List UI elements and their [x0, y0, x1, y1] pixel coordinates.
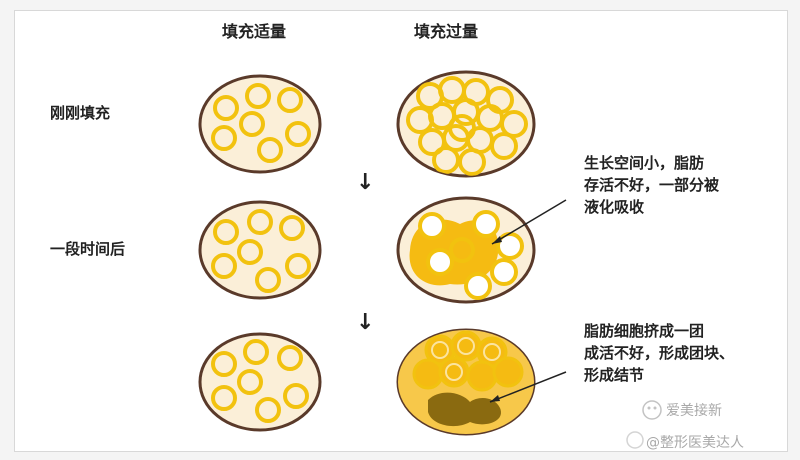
fat-cell [490, 258, 518, 286]
fat-cell [257, 137, 283, 163]
fat-cell [237, 369, 263, 395]
capsule-over-final [396, 328, 536, 436]
fat-cell [283, 383, 309, 409]
capsule-proper-final [198, 332, 322, 432]
note-line: 脂肪细胞挤成一团 [584, 322, 705, 340]
fat-cell [277, 345, 303, 371]
fat-cell [448, 114, 476, 142]
note-liquefied: 生长空间小，脂肪 存活不好，一部分被 液化吸收 [584, 152, 719, 218]
fat-cell [449, 237, 475, 263]
note-nodule: 脂肪细胞挤成一团 成活不好，形成团块、 形成结节 [584, 320, 734, 386]
fat-cell [243, 339, 269, 365]
capsule-over-later [396, 196, 536, 304]
watermark-brand: 爱美接新 [666, 403, 722, 419]
watermark-account: @整形医美达人 [646, 435, 744, 451]
note-line: 形成结节 [584, 366, 645, 384]
capsule-proper-later [198, 200, 322, 300]
fat-cell [450, 330, 482, 362]
fat-cell [211, 385, 237, 411]
fat-cell [412, 358, 444, 390]
fat-cell [432, 146, 460, 174]
fat-cell [492, 356, 524, 388]
fat-cell [255, 397, 281, 423]
down-arrow-2: ↓ [356, 310, 375, 335]
fat-cell [237, 239, 263, 265]
fat-cell [418, 212, 446, 240]
header-proper-fill: 填充适量 [222, 22, 287, 41]
note-line: 液化吸收 [584, 198, 645, 216]
fat-cell [211, 253, 237, 279]
capsule-proper-initial [198, 74, 322, 174]
fat-cell [245, 83, 271, 109]
nodule [428, 392, 502, 427]
note-line: 生长空间小，脂肪 [584, 154, 705, 172]
fat-cell [472, 210, 500, 238]
down-arrow-1: ↓ [356, 170, 375, 195]
fat-cell [426, 248, 454, 276]
watermark-logo-icon [626, 400, 662, 449]
note-line: 成活不好，形成团块、 [584, 344, 735, 362]
pointer-arrowhead-1 [492, 236, 502, 244]
fat-cell [277, 87, 303, 113]
label-after-time: 一段时间后 [50, 240, 126, 258]
fat-cell [490, 132, 518, 160]
fat-cell [247, 209, 273, 235]
fat-cell [211, 125, 237, 151]
pointer-arrowhead-2 [490, 395, 500, 402]
fat-cell [458, 148, 486, 176]
fat-cell [279, 215, 305, 241]
fat-cell [466, 360, 498, 392]
fat-cell [213, 219, 239, 245]
capsule-over-initial [396, 70, 536, 178]
fat-cell [213, 95, 239, 121]
label-just-filled: 刚刚填充 [50, 104, 111, 122]
fat-cell [285, 121, 311, 147]
fat-cell [211, 351, 237, 377]
fat-cell [500, 110, 528, 138]
header-over-fill: 填充过量 [414, 22, 479, 41]
fat-cell [255, 267, 281, 293]
fat-cell [464, 272, 492, 300]
fat-cell [438, 356, 470, 388]
fat-cell [239, 111, 265, 137]
pointer-line-2 [489, 371, 567, 403]
note-line: 存活不好，一部分被 [584, 176, 720, 194]
pointer-line-1 [491, 199, 567, 245]
fat-cell [285, 253, 311, 279]
